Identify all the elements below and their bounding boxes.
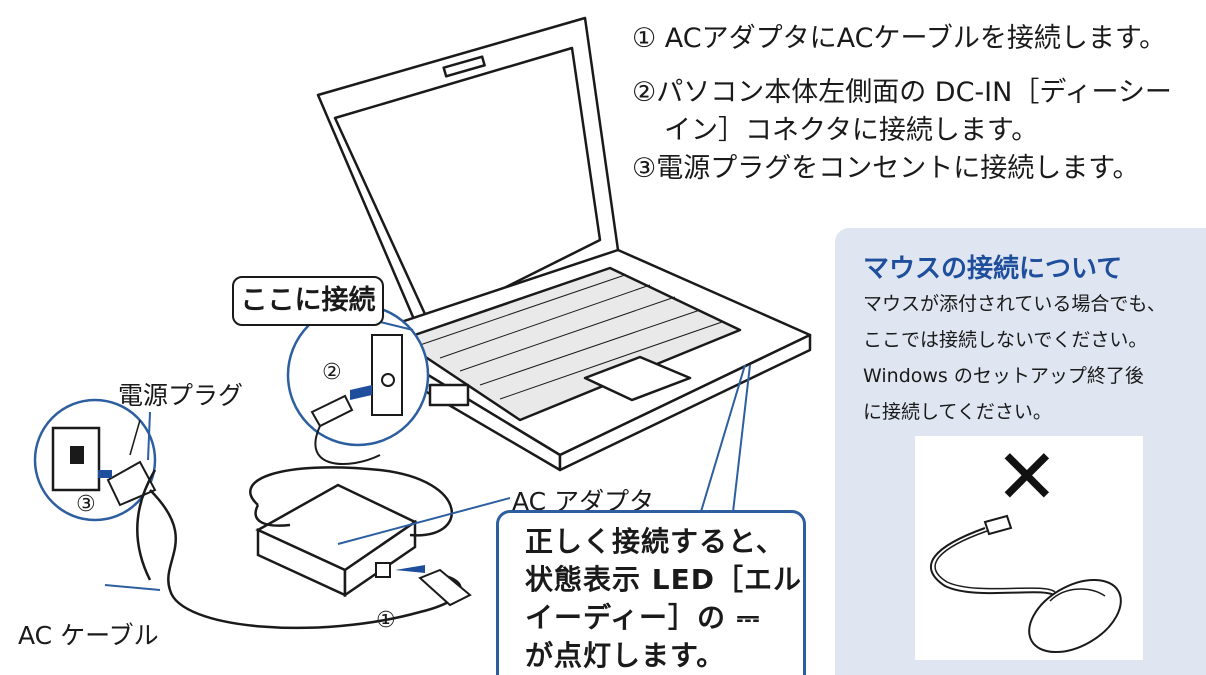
step-1: ① ACアダプタにACケーブルを接続します。 [632,23,1167,54]
led-note-line4: が点灯します。 [525,639,726,672]
mouse-note-line3: Windows のセットアップ終了後 [863,365,1144,387]
prohibited-x-icon: ✕ [995,432,1059,521]
dc-in-detail-circle [286,303,430,447]
mouse-note-panel: マウスの接続について マウスが添付されている場合でも、 ここでは接続しないでくだ… [835,228,1206,675]
ac-cable-label: AC ケーブル [18,621,159,650]
step-3: ③電源プラグをコンセントに接続します。 [632,153,1140,184]
power-plug-label: 電源プラグ [118,381,244,410]
step-2-line2: イン］コネクタに接続します。 [664,115,1039,146]
mouse-note-line1: マウスが添付されている場合でも、 [863,293,1166,315]
led-note-line2: 状態表示 LED［エル [525,563,802,596]
mouse-note-line4: に接続してください。 [863,401,1052,423]
step-2-line1: ②パソコン本体左側面の DC-IN［ディーシー [632,77,1172,108]
step-num-2: ② [322,360,342,385]
here-callout: ここに接続 [232,276,384,326]
led-note-callout: 正しく接続すると、 状態表示 LED［エル イーディー］の ⎓ が点灯します。 [496,510,806,675]
mouse-illustration-box: ✕ [915,432,1143,660]
mouse-note-line2: ここでは接続しないでください。 [863,329,1148,351]
led-note-line3: イーディー］の ⎓ [525,601,761,634]
step-num-3: ③ [76,492,96,517]
step-num-1: ① [376,608,396,633]
mouse-note-title: マウスの接続について [863,254,1123,284]
led-note-line1: 正しく接続すると、 [525,525,785,558]
mouse-icon [930,514,1122,654]
